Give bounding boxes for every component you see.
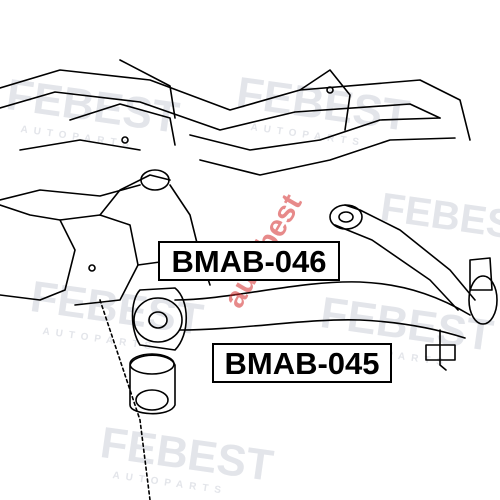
- subframe-bracket: [99, 174, 171, 216]
- part-number-lower: BMAB-045: [224, 345, 380, 381]
- loose-bushing-bottom: [135, 389, 169, 411]
- part-label-upper: BMAB-046: [158, 241, 340, 281]
- upper-bushing: [329, 204, 363, 230]
- arm-bushing-housing: [131, 287, 187, 351]
- subframe-bracket: [59, 214, 139, 306]
- subframe-bracket: [0, 204, 76, 301]
- arm-bushing-core: [148, 311, 168, 329]
- leader-line: [99, 299, 151, 500]
- upper-bushing-core: [338, 211, 354, 223]
- control-arm: [344, 204, 476, 301]
- subframe-rail: [119, 59, 176, 119]
- part-number-upper: BMAB-046: [171, 243, 327, 279]
- control-arm: [334, 224, 459, 311]
- control-arm: [179, 318, 466, 339]
- mount-boss: [140, 169, 170, 191]
- subframe-rail: [299, 69, 351, 131]
- ball-joint: [469, 257, 493, 291]
- bolt-hole: [88, 264, 96, 272]
- bolt-hole: [121, 136, 129, 144]
- loose-bushing: [129, 354, 176, 415]
- subframe-rail: [0, 91, 441, 131]
- ball-joint-head: [468, 275, 498, 325]
- ball-joint: [425, 344, 456, 361]
- bolt-hole: [326, 86, 334, 94]
- subframe-rail: [199, 137, 456, 176]
- ball-joint: [439, 329, 447, 371]
- subframe-rail: [189, 117, 441, 151]
- part-label-lower: BMAB-045: [212, 343, 392, 383]
- loose-bushing-top: [129, 353, 175, 375]
- subframe-rail: [19, 139, 141, 151]
- subframe-rail: [69, 103, 176, 146]
- arm-bushing: [133, 297, 183, 343]
- subframe-rail: [0, 69, 471, 141]
- control-arm: [174, 281, 471, 316]
